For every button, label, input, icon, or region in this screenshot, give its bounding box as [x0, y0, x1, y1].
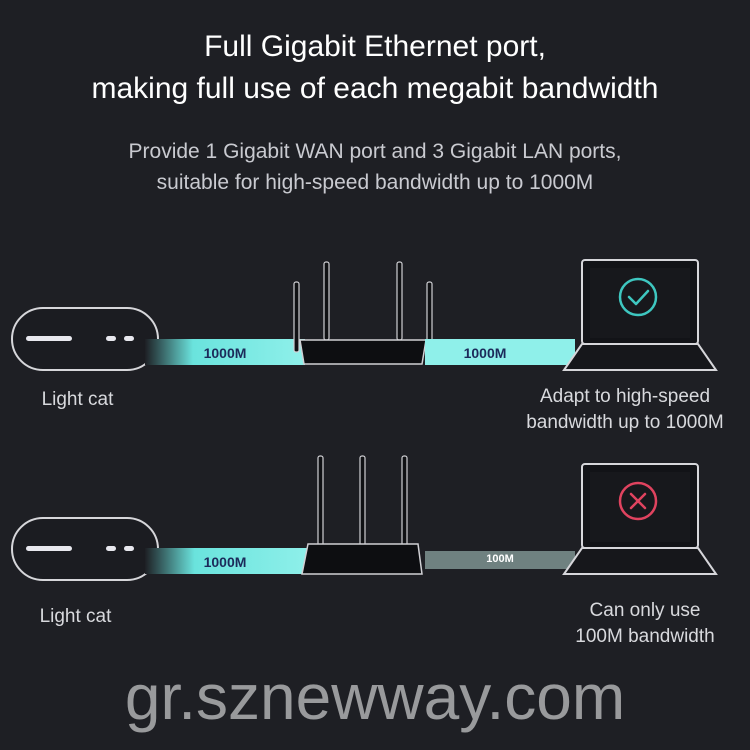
check-circle-icon [617, 276, 659, 318]
result-label-line-2: 100M bandwidth [575, 626, 715, 647]
light-cat-device [10, 516, 160, 582]
x-circle-icon [617, 480, 659, 522]
link-left-speed: 1000M [203, 554, 247, 570]
link-band-left [145, 339, 305, 365]
light-cat-device [10, 306, 160, 372]
light-cat-label: Light cat [41, 389, 114, 410]
subtitle-line-1: Provide 1 Gigabit WAN port and 3 Gigabit… [128, 140, 622, 163]
watermark-text: gr.sznewway.com [124, 661, 626, 733]
result-label-line-2: bandwidth up to 1000M [526, 412, 724, 433]
laptop-device [560, 258, 720, 374]
link-right-speed: 1000M [463, 345, 507, 361]
link-band-left [145, 548, 310, 574]
link-right-speed: 100M [486, 553, 514, 565]
link-band-right-slow [425, 551, 575, 569]
result-label-line-1: Adapt to high-speed [539, 386, 711, 407]
result-label-line-1: Can only use [589, 600, 701, 621]
link-left-speed: 1000M [203, 345, 247, 361]
scenario-top: 1000M 1000M Light cat Adapt to high-spee… [0, 250, 750, 450]
scenario-bottom: 1000M 100M Light cat Can only use 100M b… [0, 450, 750, 650]
light-cat-label: Light cat [39, 606, 112, 627]
router-device [298, 452, 428, 578]
link-band-right [425, 339, 575, 365]
subtitle-line-2: suitable for high-speed bandwidth up to … [156, 171, 594, 194]
router-device [288, 260, 438, 372]
page-title-line-1: Full Gigabit Ethernet port, [204, 30, 546, 63]
page-title-line-2: making full use of each megabit bandwidt… [91, 72, 659, 105]
